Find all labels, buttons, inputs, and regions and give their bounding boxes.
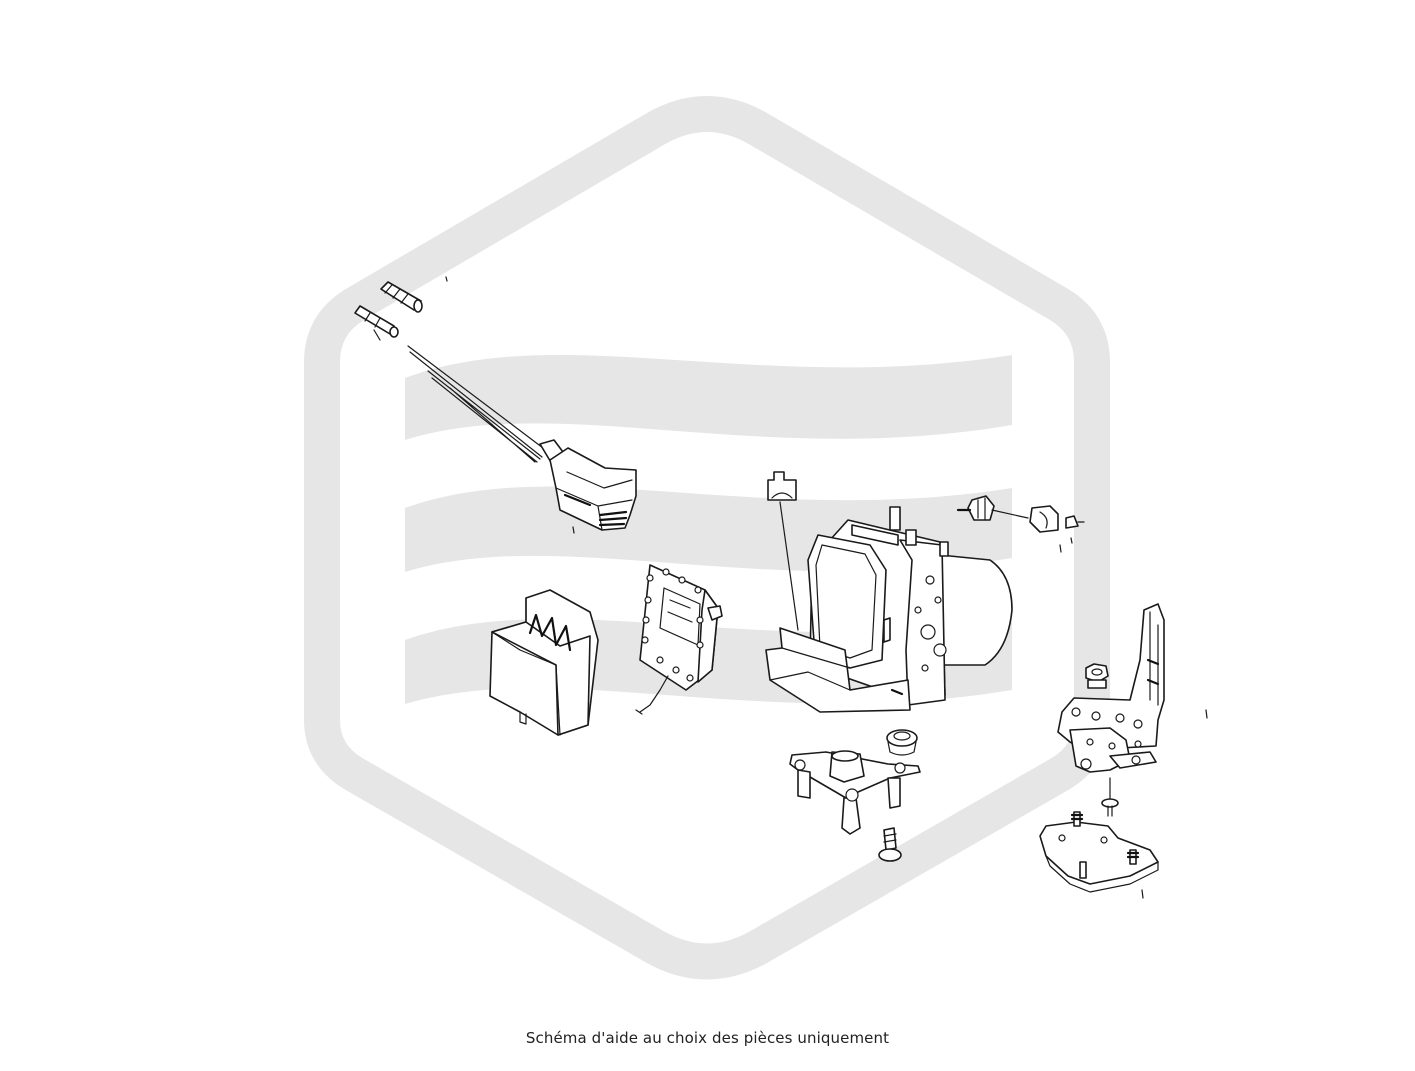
- bracket-pin[interactable]: [1101, 777, 1119, 817]
- rubber-grommet[interactable]: [886, 729, 918, 756]
- abs-bracket[interactable]: [1057, 603, 1208, 773]
- pressure-sensor[interactable]: [956, 495, 1029, 521]
- cap[interactable]: [767, 471, 799, 631]
- sensor-plug[interactable]: [1065, 515, 1085, 544]
- watermark-logo: [304, 96, 1110, 980]
- diagram-caption: Schéma d'aide au choix des pièces unique…: [525, 1029, 890, 1047]
- abs-cover[interactable]: [489, 589, 599, 736]
- base-plate[interactable]: [1039, 811, 1159, 899]
- sensor-cap[interactable]: [1029, 505, 1062, 553]
- bracket-nut[interactable]: [1085, 663, 1109, 689]
- mounting-plate[interactable]: [789, 750, 921, 835]
- control-module[interactable]: [635, 564, 723, 715]
- connector-plugs[interactable]: [354, 276, 448, 341]
- abs-hydraulic-unit[interactable]: [765, 506, 1013, 713]
- wiring-harness-connector[interactable]: [407, 345, 637, 534]
- mounting-bolt[interactable]: [878, 827, 902, 862]
